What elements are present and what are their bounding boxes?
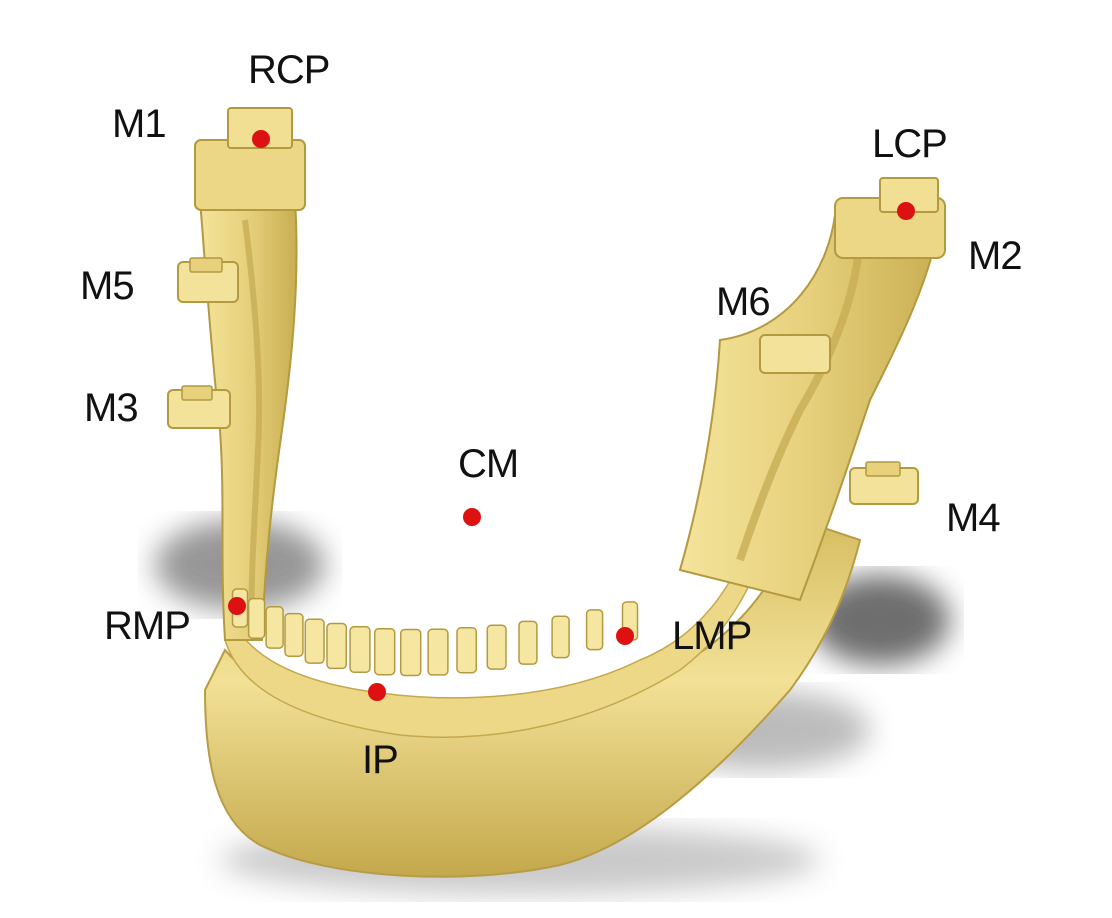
label-cm: CM [458, 444, 518, 484]
tooth [428, 629, 448, 675]
m5-block-top [190, 258, 222, 272]
right-condyle-base [195, 140, 305, 210]
left-ramus-shape [680, 204, 940, 600]
label-ip: IP [362, 740, 398, 780]
label-rcp: RCP [248, 50, 329, 90]
marker-ip [368, 683, 386, 701]
tooth [457, 628, 476, 673]
tooth [350, 627, 370, 673]
tooth [375, 629, 395, 675]
tooth [327, 624, 346, 669]
tooth [487, 625, 506, 669]
m6-block [760, 335, 830, 373]
marker-lmp [616, 627, 634, 645]
label-m4: M4 [946, 498, 1000, 538]
tooth [401, 630, 421, 676]
label-lmp: LMP [672, 616, 751, 656]
marker-lcp [897, 202, 915, 220]
tooth [552, 616, 569, 657]
label-lcp: LCP [872, 124, 947, 164]
left-ramus [680, 178, 945, 600]
tooth [266, 607, 283, 648]
marker-rmp [228, 597, 246, 615]
label-m1: M1 [112, 104, 166, 144]
tooth [285, 614, 303, 657]
tooth [587, 610, 603, 650]
tooth [249, 599, 265, 639]
tooth [305, 619, 324, 663]
tooth [519, 621, 537, 664]
teeth-row [233, 589, 638, 676]
marker-rcp [252, 130, 270, 148]
marker-cm [463, 508, 481, 526]
label-rmp: RMP [104, 606, 190, 646]
label-m2: M2 [968, 236, 1022, 276]
m4-block-top [866, 462, 900, 476]
label-m6: M6 [716, 282, 770, 322]
label-m5: M5 [80, 266, 134, 306]
label-m3: M3 [84, 388, 138, 428]
m3-block-top [182, 386, 212, 400]
